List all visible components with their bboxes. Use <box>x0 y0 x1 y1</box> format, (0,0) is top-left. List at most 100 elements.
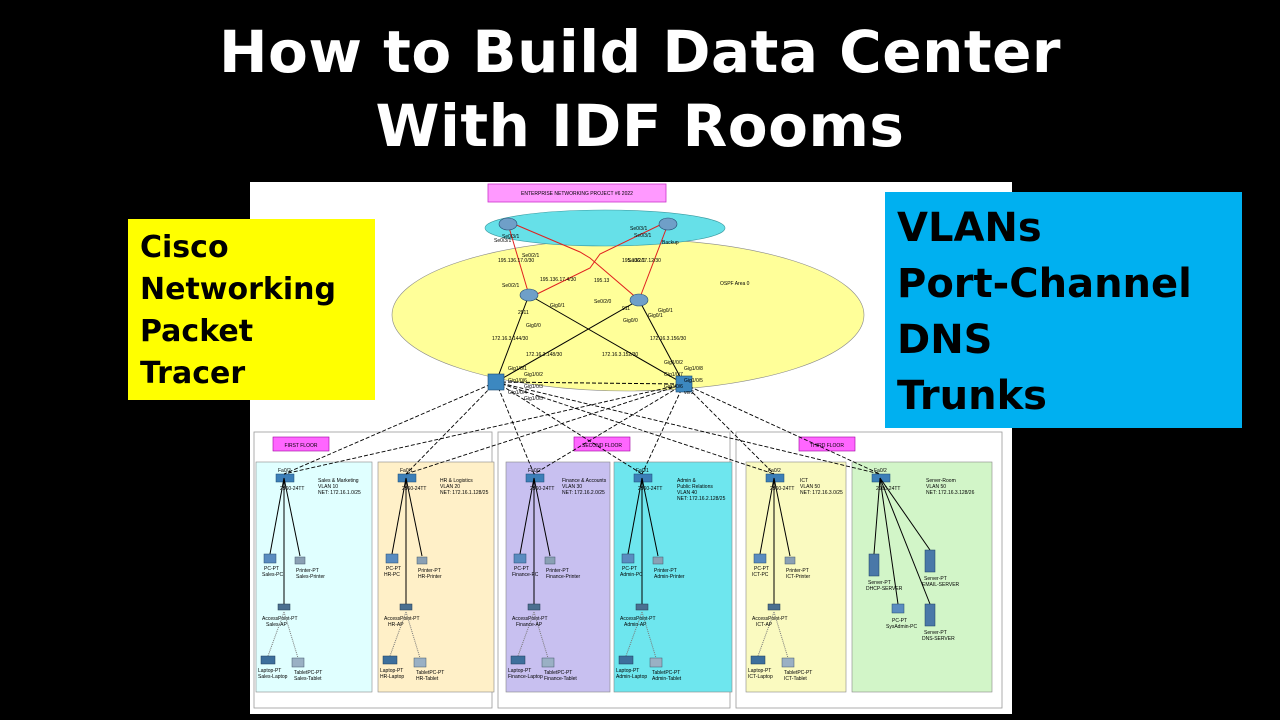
multilayer-port-label: Gig1/0/1 <box>508 366 527 372</box>
router-model-label: 2911 <box>518 310 529 316</box>
router-port-label: Gig0/0 <box>526 323 541 329</box>
multilayer-port-label: Gig1/0/8 <box>684 366 703 372</box>
floor-name: THIRD FLOOR <box>810 443 844 449</box>
trunk-link <box>533 383 685 475</box>
uplink-port: Fa0/2 <box>528 468 541 474</box>
uplink-port: Fa0/2 <box>278 468 291 474</box>
device-name: HR-Printer <box>418 574 442 580</box>
device-type: AccessPoint-PT <box>512 616 548 622</box>
pc-icon <box>753 553 767 564</box>
wireless-link <box>283 611 299 659</box>
room-info: VLAN 50 <box>926 484 946 490</box>
server-link <box>879 477 931 551</box>
floor-frame <box>735 431 1003 709</box>
room-info: VLAN 50 <box>800 484 820 490</box>
pc-icon <box>621 553 635 564</box>
device-type: Server-PT <box>924 630 947 636</box>
room-info: Finance & Accounts <box>562 478 607 484</box>
device-type: AccessPoint-PT <box>620 616 656 622</box>
router-port-label: Gig0/0 <box>623 318 638 324</box>
topics-callout: VLANs Port-Channel DNS Trunks <box>885 192 1242 428</box>
printer-icon <box>784 556 796 565</box>
device-type: PC-PT <box>264 566 279 572</box>
edge-router-label: Backup <box>662 240 679 246</box>
ospf-area-label: OSPF Area 0 <box>720 281 750 287</box>
switch-model: 2960-24TT <box>280 486 304 492</box>
serial-link <box>507 223 530 296</box>
pc-icon <box>891 603 905 614</box>
device-type: Printer-PT <box>296 568 319 574</box>
pc-icon <box>385 553 399 564</box>
project-label: ENTERPRISE NETWORKING PROJECT #6 2022 <box>521 191 633 197</box>
device-name: Sales-Laptop <box>258 674 288 680</box>
callout-line: Cisco <box>140 230 229 265</box>
wireless-link <box>405 611 421 659</box>
device-name: EMAIL-SERVER <box>922 582 960 588</box>
serial-link <box>638 223 669 301</box>
device-type: Server-PT <box>868 580 891 586</box>
trunk-link <box>283 381 497 475</box>
room-area <box>255 461 373 693</box>
device-type: TabletPC-PT <box>294 670 322 676</box>
edge-router-label: Se0/3/1 <box>630 226 647 232</box>
callout-line: Tracer <box>140 356 246 391</box>
access-point-icon <box>399 603 413 611</box>
device-type: TabletPC-PT <box>784 670 812 676</box>
device-type: AccessPoint-PT <box>262 616 298 622</box>
device-name: Sales-AP <box>266 622 288 628</box>
room-info: Sales & Marketing <box>318 478 359 484</box>
device-type: Printer-PT <box>418 568 441 574</box>
access-point-icon <box>277 603 291 611</box>
printer-icon <box>416 556 428 565</box>
core-link <box>638 299 685 385</box>
multilayer-port-label: Gig1/0/5 <box>524 396 543 402</box>
device-name: DHCP-SERVER <box>866 586 903 592</box>
device-type: TabletPC-PT <box>652 670 680 676</box>
core-router-icon <box>519 288 539 302</box>
room-info: NET: 172.16.3.0/25 <box>800 490 843 496</box>
edge-router-icon <box>658 217 678 231</box>
trunk-link <box>683 383 775 475</box>
device-name: Admin-Printer <box>654 574 685 580</box>
multilayer-port-label: Gig1/0/2 <box>524 372 543 378</box>
edge-router-label: Se0/3/1 <box>494 238 511 244</box>
trunk-link <box>283 383 685 475</box>
device-name: SysAdmin-PC <box>886 624 918 630</box>
multilayer-port-label: Gig1/0/3 <box>524 384 543 390</box>
server-icon <box>924 549 936 573</box>
room-info: ICT <box>800 478 808 484</box>
device-type: Printer-PT <box>654 568 677 574</box>
device-type: Printer-PT <box>786 568 809 574</box>
room-info: NET: 172.16.2.128/25 <box>677 496 726 502</box>
video-title-line-1: How to Build Data Center <box>218 18 1062 86</box>
core-subnet-label: 172.16.3.156/30 <box>650 336 686 342</box>
router-port-label: Gig0/1 <box>658 308 673 314</box>
device-name: DNS-SERVER <box>922 636 955 642</box>
wan-subnet-label: 195.13 <box>594 278 610 284</box>
printer-icon <box>294 556 306 565</box>
device-name: ICT-Printer <box>786 574 811 580</box>
device-type: Laptop-PT <box>508 668 531 674</box>
trunk-link <box>495 381 535 475</box>
tablet-icon <box>649 657 663 668</box>
floor-tag <box>798 436 856 452</box>
callout-line: Networking <box>140 272 336 307</box>
multilayer-port-label: Gig1/0/6 <box>664 384 683 390</box>
tablet-icon <box>291 657 305 668</box>
trunk-link <box>683 383 881 475</box>
trunk-link <box>495 381 775 475</box>
serial-port-label: Se0/2/1 <box>628 258 645 264</box>
device-name: HR-PC <box>384 572 400 578</box>
device-type: TabletPC-PT <box>416 670 444 676</box>
device-type: Laptop-PT <box>380 668 403 674</box>
wan-subnet-label: 195.136.17.4/30 <box>540 277 576 283</box>
switch-model: 2960-24TT <box>770 486 794 492</box>
serial-port-label: Se0/2/1 <box>522 253 539 259</box>
trunk-link <box>495 381 643 475</box>
room-info: VLAN 20 <box>440 484 460 490</box>
core-router-icon <box>629 293 649 307</box>
tablet-icon <box>541 657 555 668</box>
trunk-link <box>641 383 685 475</box>
server-icon <box>868 553 880 577</box>
room-info: NET: 172.16.3.128/26 <box>926 490 975 496</box>
